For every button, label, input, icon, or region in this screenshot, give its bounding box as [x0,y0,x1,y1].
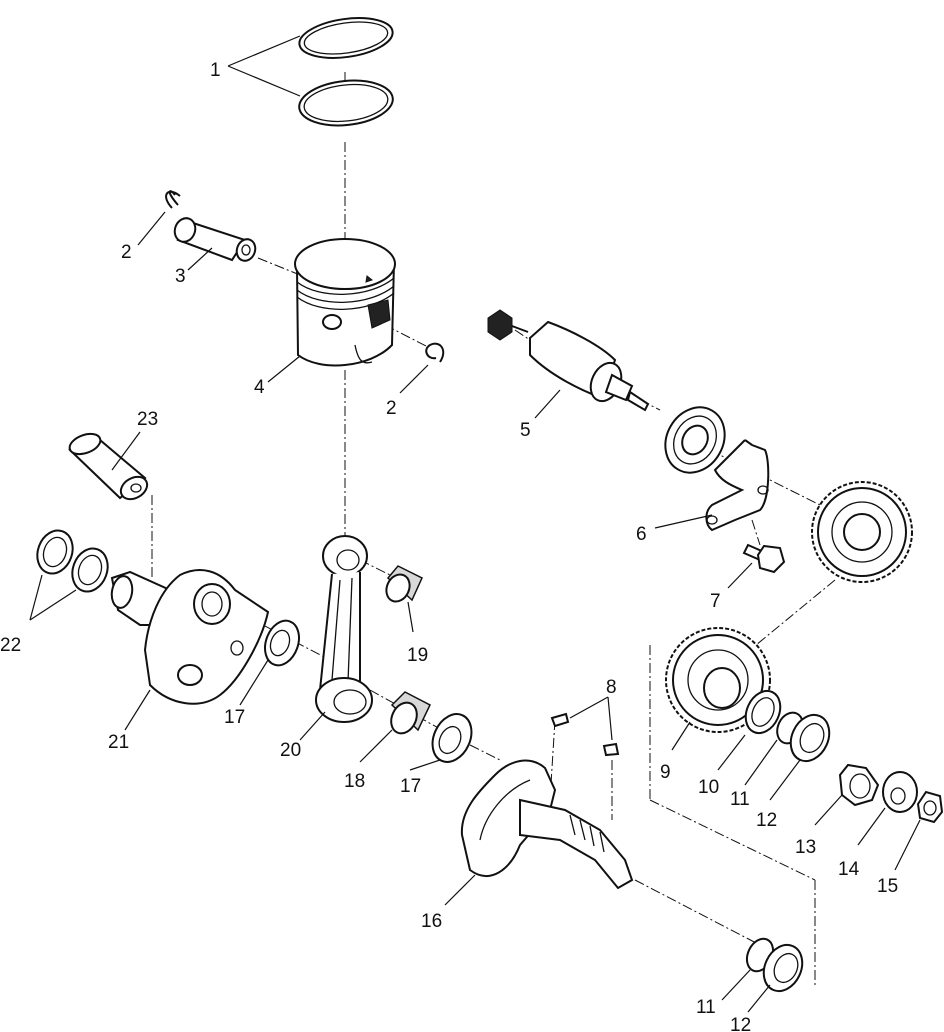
circlip-right [425,342,445,363]
callout-14: 14 [838,859,860,880]
callout-17-left: 17 [224,707,245,728]
callout-22: 22 [0,635,21,656]
callout-4: 4 [254,377,265,398]
small-gear [665,627,771,733]
piston-rings [298,17,394,127]
callout-10: 10 [698,777,719,798]
callout-19: 19 [407,645,428,666]
woodruff-keys [550,712,620,757]
bearing-12 [789,713,831,763]
crank-seals [36,529,109,593]
bolt [742,543,786,574]
callout-labels: 1 2 3 4 2 5 23 6 7 22 19 8 17 21 20 9 18… [0,60,898,1032]
callout-9: 9 [660,762,671,783]
ball-bearing [664,406,726,474]
needle-bearing-19 [385,565,423,603]
callout-2-right: 2 [386,398,397,419]
callout-17-right: 17 [400,776,421,797]
callout-21: 21 [108,732,129,753]
callout-1: 1 [210,60,221,81]
washer-14 [882,771,918,813]
circlip-left [165,190,181,209]
piston-pin [173,217,257,262]
callout-8: 8 [606,677,617,698]
callout-20: 20 [280,740,301,761]
crankshaft-half-right [460,759,634,890]
needle-bearing-18 [390,691,431,735]
callout-15: 15 [877,876,898,897]
callout-11-lower: 11 [696,997,716,1018]
callout-13: 13 [795,837,816,858]
callout-11-upper: 11 [730,789,750,810]
callout-7: 7 [710,591,721,612]
bearing-12-lower [762,943,804,993]
callout-23: 23 [137,409,158,430]
washer-10 [744,689,782,735]
thrust-washer-left [264,619,300,667]
thrust-washer-right [431,713,473,763]
nut-15 [916,790,944,824]
large-gear [811,481,913,583]
piston [294,238,396,367]
pinion-shaft [487,309,650,412]
crankshaft-half-left [110,569,270,705]
callout-6: 6 [636,524,647,545]
connecting-rod [315,535,373,723]
leader-lines [29,35,921,1013]
castle-nut-13 [838,763,880,807]
crank-pin [68,432,149,501]
callout-3: 3 [175,266,186,287]
callout-16: 16 [421,911,442,932]
bracket-plate [705,439,770,532]
callout-2-left: 2 [121,242,132,263]
callout-5: 5 [520,420,531,441]
callout-12-upper: 12 [756,810,777,831]
callout-18: 18 [344,771,365,792]
callout-12-lower: 12 [730,1015,751,1032]
